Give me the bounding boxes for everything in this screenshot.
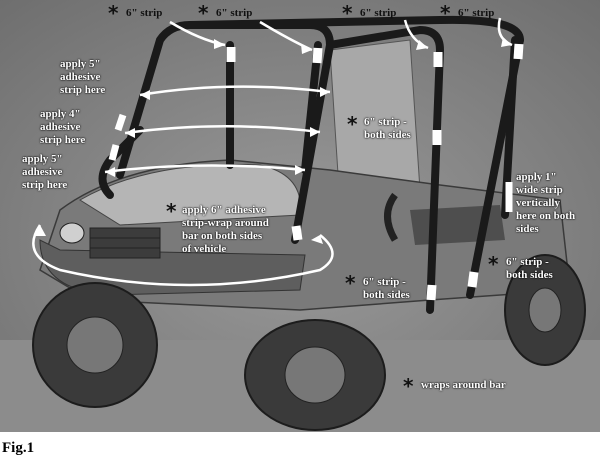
asterisk-icon: * — [342, 1, 353, 25]
top-strip-label-3: 6" strip — [360, 7, 397, 19]
vehicle-photo — [0, 0, 600, 432]
asterisk-icon: * — [488, 252, 499, 276]
apply-4-label: apply 4" adhesive strip here — [40, 108, 86, 146]
legend-label: wraps around bar — [421, 379, 506, 391]
asterisk-icon: * — [166, 199, 177, 223]
asterisk-icon: * — [440, 1, 451, 25]
top-strip-label-4: 6" strip — [458, 7, 495, 19]
top-strip-label-1: 6" strip — [126, 7, 163, 19]
top-strip-label-2: 6" strip — [216, 7, 253, 19]
asterisk-icon: * — [403, 374, 414, 398]
asterisk-icon: * — [198, 1, 209, 25]
asterisk-icon: * — [345, 271, 356, 295]
apply-5-upper-label: apply 5" adhesive strip here — [60, 58, 106, 96]
asterisk-icon: * — [347, 112, 358, 136]
lower-both-sides-left-label: 6" strip - both sides — [363, 276, 410, 301]
apply-6-wrap-label: apply 6" adhesive strip-wrap around bar … — [182, 204, 269, 255]
apply-5-lower-label: apply 5" adhesive strip here — [22, 153, 68, 191]
mid-both-sides-label: 6" strip - both sides — [364, 116, 411, 141]
figure-caption: Fig.1 — [2, 440, 35, 456]
asterisk-icon: * — [108, 1, 119, 25]
lower-both-sides-right-label: 6" strip - both sides — [506, 256, 553, 281]
apply-1-wide-label: apply 1" wide strip vertically here on b… — [516, 171, 576, 235]
